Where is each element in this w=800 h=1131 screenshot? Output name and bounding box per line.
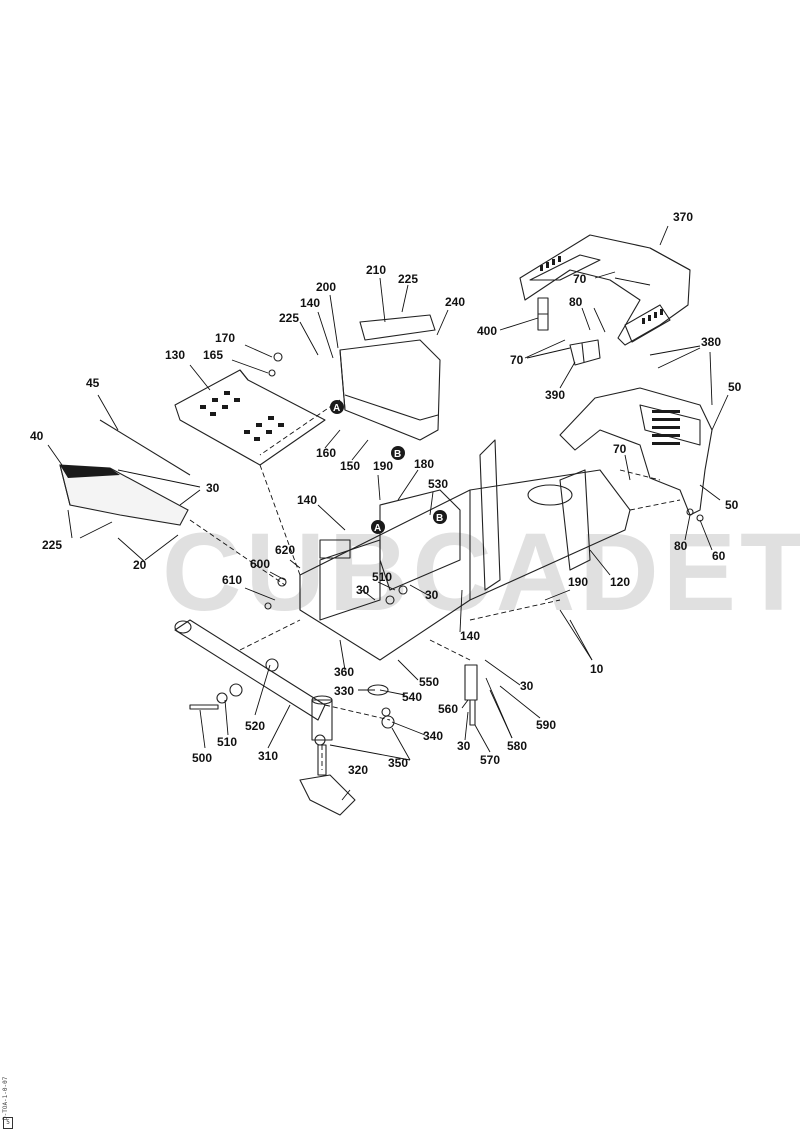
callout-label: 140	[300, 296, 320, 310]
callout-label: 390	[545, 388, 565, 402]
callout-label: 210	[366, 263, 386, 277]
leader-lines	[47, 225, 729, 801]
callout-label: 30	[457, 739, 471, 753]
bracket-390	[569, 339, 601, 366]
callout-label: 80	[674, 539, 688, 553]
callout-label: 30	[206, 481, 220, 495]
callout-label: 400	[477, 324, 497, 338]
caster-yoke	[299, 744, 356, 816]
callout-label: 190	[568, 575, 588, 589]
callout-label: 320	[348, 763, 368, 777]
callout-label: 30	[520, 679, 534, 693]
hardware	[189, 352, 704, 746]
callout-label: 340	[423, 729, 443, 743]
callout-label: 560	[438, 702, 458, 716]
callout-label: 60	[712, 549, 726, 563]
callout-label: 30	[425, 588, 439, 602]
rear-fender-lower	[559, 387, 713, 516]
callout-label: 20	[133, 558, 147, 572]
marker-b: B	[394, 449, 401, 460]
shock-absorber	[464, 664, 478, 726]
callout-label: 540	[402, 690, 422, 704]
document-code: D-TOA-1-0-07	[2, 1076, 9, 1120]
callout-label: 590	[536, 718, 556, 732]
callout-label: 240	[445, 295, 465, 309]
callout-label: 520	[245, 719, 265, 733]
rod-45	[99, 419, 191, 476]
callout-labels: 370 70 80 400 70 390 380 50 70 50 80 60 …	[30, 210, 742, 777]
callout-label: 330	[334, 684, 354, 698]
callout-label: 150	[340, 459, 360, 473]
callout-label: 140	[460, 629, 480, 643]
callout-label: 510	[217, 735, 237, 749]
callout-label: 225	[279, 311, 299, 325]
reference-markers: A B B A	[330, 400, 447, 534]
main-frame	[299, 439, 631, 661]
callout-label: 165	[203, 348, 223, 362]
page-corner-mark: 5	[3, 1117, 13, 1129]
callout-label: 45	[86, 376, 100, 390]
rear-fender-upper	[519, 234, 691, 346]
callout-label: 225	[42, 538, 62, 552]
callout-label: 600	[250, 557, 270, 571]
marker-a: A	[333, 403, 340, 414]
callout-label: 70	[573, 272, 587, 286]
callout-label: 370	[673, 210, 693, 224]
callout-label: 140	[297, 493, 317, 507]
marker-b: B	[436, 513, 443, 524]
callout-label: 190	[373, 459, 393, 473]
callout-label: 170	[215, 331, 235, 345]
callout-label: 380	[701, 335, 721, 349]
callout-label: 70	[613, 442, 627, 456]
callout-label: 310	[258, 749, 278, 763]
callout-label: 350	[388, 756, 408, 770]
callout-label: 200	[316, 280, 336, 294]
callout-label: 510	[372, 570, 392, 584]
callout-label: 10	[590, 662, 604, 676]
watermark-text: CUBCADETS	[162, 511, 800, 634]
callout-label: 530	[428, 477, 448, 491]
callout-label: 580	[507, 739, 527, 753]
callout-label: 570	[480, 753, 500, 767]
callout-label: 80	[569, 295, 583, 309]
callout-label: 360	[334, 665, 354, 679]
callout-label: 225	[398, 272, 418, 286]
callout-label: 550	[419, 675, 439, 689]
callout-label: 160	[316, 446, 336, 460]
callout-label: 620	[275, 543, 295, 557]
floor-plate	[174, 369, 326, 466]
callout-label: 70	[510, 353, 524, 367]
assembly-lines	[189, 399, 681, 770]
callout-label: 500	[192, 751, 212, 765]
callout-label: 30	[356, 583, 370, 597]
front-bumper	[59, 464, 189, 526]
bracket-400	[537, 297, 549, 331]
callout-label: 40	[30, 429, 44, 443]
callout-label: 50	[725, 498, 739, 512]
callout-label: 610	[222, 573, 242, 587]
marker-a: A	[374, 523, 381, 534]
seat-bracket	[339, 314, 441, 441]
callout-label: 50	[728, 380, 742, 394]
callout-label: 180	[414, 457, 434, 471]
callout-label: 130	[165, 348, 185, 362]
callout-label: 120	[610, 575, 630, 589]
